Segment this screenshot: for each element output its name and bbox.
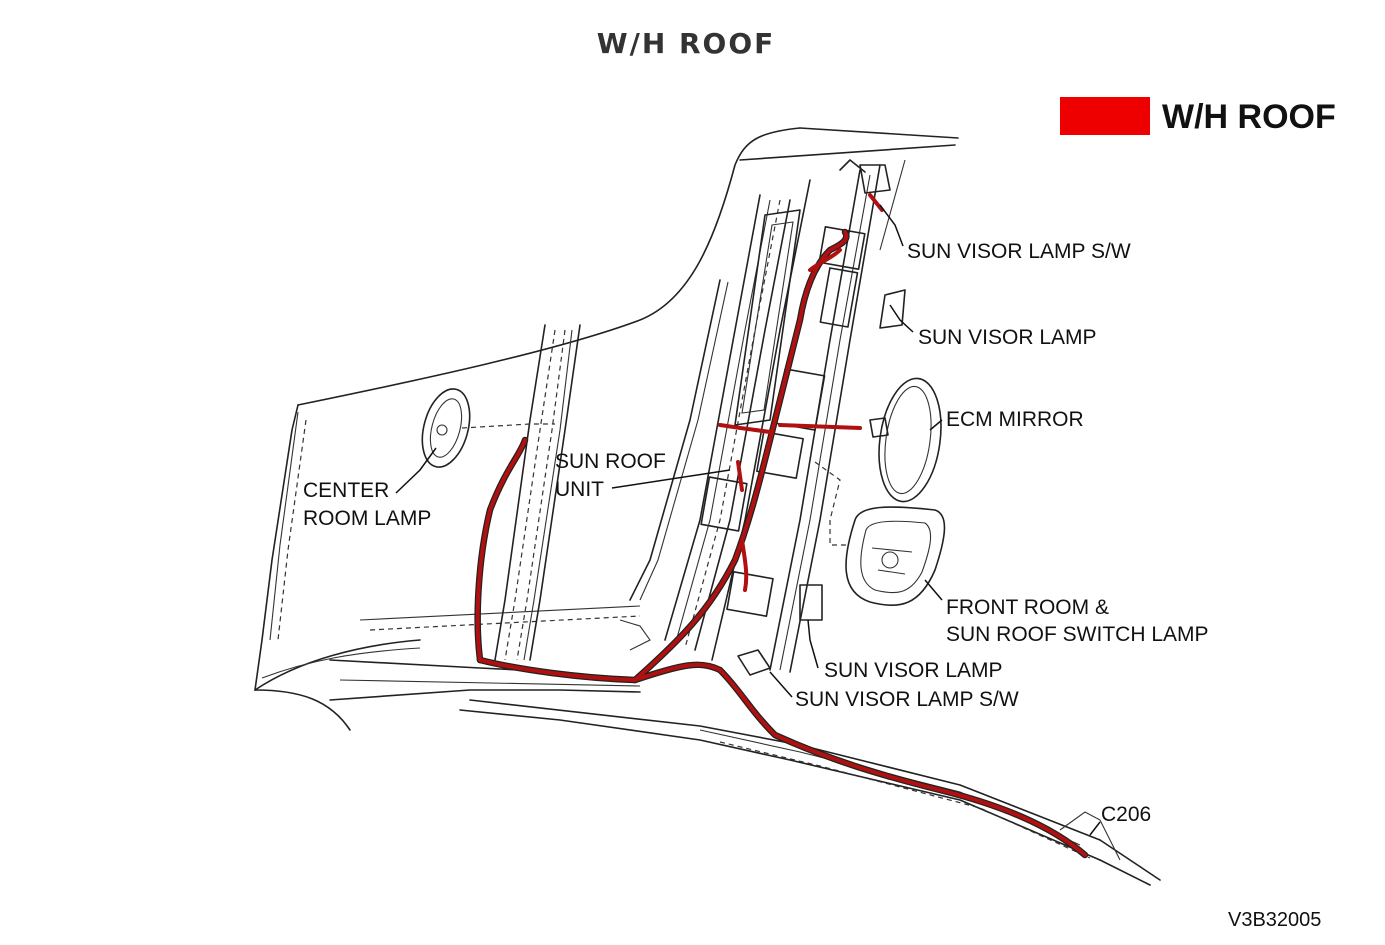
label-sun-visor-lamp-top: SUN VISOR LAMP bbox=[918, 326, 1097, 349]
legend-swatch bbox=[1060, 97, 1150, 135]
label-sun-visor-lamp-sw-bottom: SUN VISOR LAMP S/W bbox=[795, 688, 1019, 711]
label-center-room-lamp-line2: ROOM LAMP bbox=[303, 507, 431, 530]
legend: W/H ROOF bbox=[1060, 97, 1336, 136]
label-front-room-lamp-line1: FRONT ROOM & bbox=[946, 596, 1109, 619]
label-sun-visor-lamp-bottom: SUN VISOR LAMP bbox=[824, 659, 1003, 682]
label-ecm-mirror: ECM MIRROR bbox=[946, 408, 1084, 431]
label-sun-roof-unit-line2: UNIT bbox=[555, 478, 604, 501]
figure-code: V3B32005 bbox=[1228, 909, 1321, 931]
legend-label: W/H ROOF bbox=[1162, 98, 1336, 136]
label-connector-c206: C206 bbox=[1101, 803, 1151, 826]
label-front-room-lamp-line2: SUN ROOF SWITCH LAMP bbox=[946, 623, 1209, 646]
component-labels: SUN VISOR LAMP S/W SUN VISOR LAMP ECM MI… bbox=[303, 240, 1209, 826]
label-sun-roof-unit-line1: SUN ROOF bbox=[555, 450, 666, 473]
leader-lines bbox=[395, 204, 1101, 836]
roof-wire-harness bbox=[474, 193, 1089, 859]
label-sun-visor-lamp-sw-top: SUN VISOR LAMP S/W bbox=[907, 240, 1131, 263]
label-center-room-lamp-line1: CENTER bbox=[303, 479, 389, 502]
roof-body-outline bbox=[254, 127, 1161, 886]
page-title: W/H ROOF bbox=[597, 27, 776, 60]
